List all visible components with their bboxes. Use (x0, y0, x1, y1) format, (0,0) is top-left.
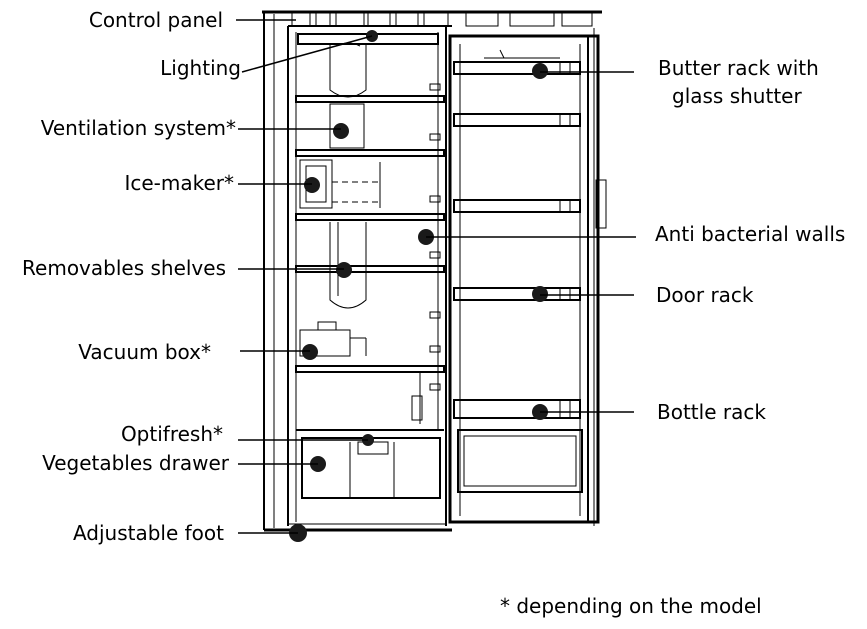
label-lighting: Lighting (160, 56, 241, 80)
butter-rack-dot (532, 63, 548, 79)
label-vegetables-drawer: Vegetables drawer (42, 451, 229, 475)
footnote: * depending on the model (500, 594, 762, 618)
label-ventilation-system: Ventilation system* (40, 116, 236, 140)
label-removable-shelves: Removables shelves (22, 256, 226, 280)
ice-maker-dot (304, 177, 320, 193)
fridge-interior (295, 33, 445, 499)
label-control-panel: Control panel (88, 8, 223, 32)
fridge-door (448, 28, 607, 526)
leader-lines (236, 19, 636, 534)
ventilation-dot (333, 123, 349, 139)
label-bottle-rack: Bottle rack (657, 400, 766, 424)
shelf-dot (336, 262, 352, 278)
label-glass-shutter: glass shutter (672, 84, 802, 108)
callout-dots (289, 30, 548, 542)
label-anti-bacterial-walls: Anti bacterial walls (655, 222, 846, 246)
label-butter-rack: Butter rack with (658, 56, 819, 80)
door-rack-dot (532, 286, 548, 302)
label-ice-maker: Ice-maker* (124, 171, 234, 195)
label-vacuum-box: Vacuum box* (78, 340, 211, 364)
label-adjustable-foot: Adjustable foot (72, 521, 224, 545)
label-optifresh: Optifresh* (120, 422, 223, 446)
label-door-rack: Door rack (656, 283, 754, 307)
vacuum-box-dot (302, 344, 318, 360)
